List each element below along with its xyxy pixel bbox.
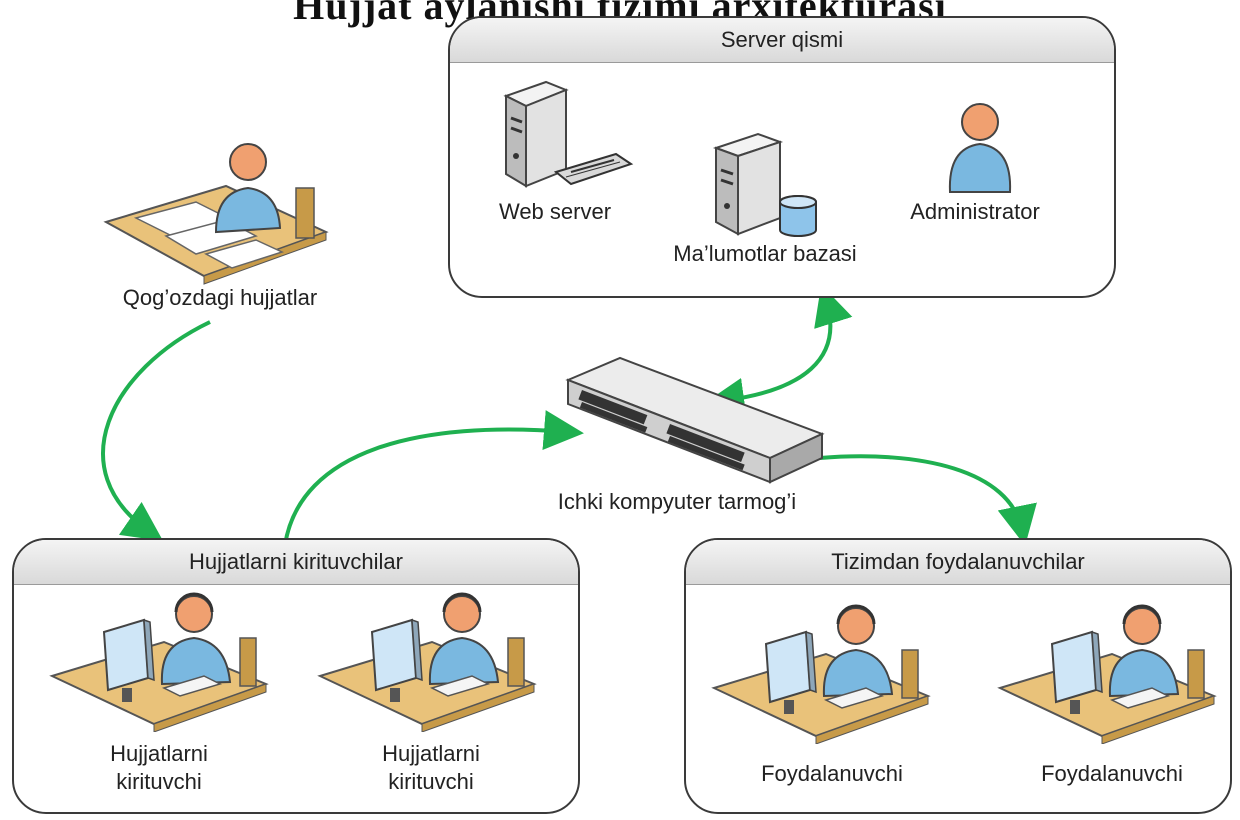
network-label: Ichki kompyuter tarmog’i [557, 489, 797, 514]
arrow-network-to-users [819, 454, 1037, 546]
network-switch-icon [565, 356, 825, 484]
workstation-icon [997, 604, 1217, 744]
user-2-label: Foydalanuvchi [1041, 761, 1183, 786]
workstation-icon [317, 592, 537, 732]
workstation-icon [711, 604, 931, 744]
server-group: Server qismi [448, 16, 1116, 298]
database-label: Ma’lumotlar bazasi [673, 241, 857, 266]
paper-documents-icon [103, 143, 329, 285]
inputters-group-header: Hujjatlarni kirituvchilar [14, 540, 578, 585]
arrow-paper-to-inputters [101, 320, 211, 542]
web-server-label: Web server [498, 199, 612, 224]
inputter-2-label: Hujjatlarni kirituvchi [382, 741, 480, 794]
users-group-header: Tizimdan foydalanuvchilar [686, 540, 1230, 585]
inputters-group: Hujjatlarni kirituvchilar [12, 538, 580, 814]
user-1-label: Foydalanuvchi [761, 761, 903, 786]
administrator-icon [948, 103, 1012, 193]
workstation-icon [49, 592, 269, 732]
arrow-network-server [704, 284, 853, 418]
database-server-icon [712, 132, 817, 237]
administrator-label: Administrator [910, 199, 1040, 224]
paper-documents-label: Qog’ozdagi hujjatlar [122, 285, 318, 310]
server-group-header: Server qismi [450, 18, 1114, 63]
web-server-icon [503, 80, 634, 188]
inputter-1-label: Hujjatlarni kirituvchi [110, 741, 208, 794]
arrow-inputters-to-network [283, 410, 584, 546]
